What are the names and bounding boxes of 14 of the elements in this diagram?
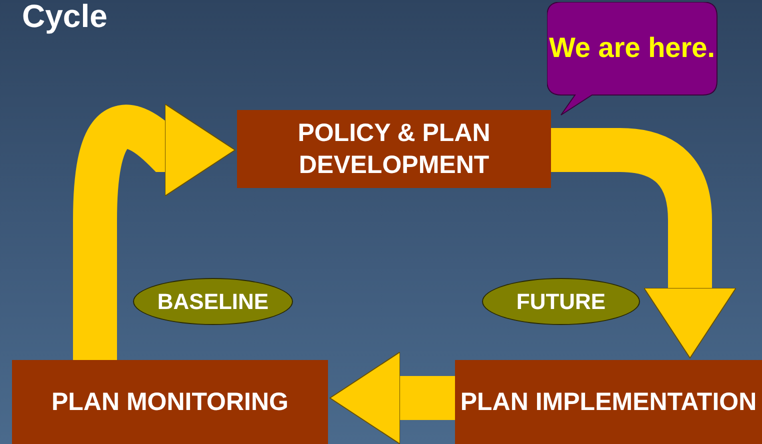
block-arrow [330,352,455,444]
node-label: FUTURE [516,288,606,314]
block-arrow [73,104,236,360]
node-label: POLICY & PLAN DEVELOPMENT [296,118,492,181]
title: Cycle [22,0,108,35]
process-box [455,360,762,444]
process-box [12,360,328,444]
node-label: PLAN MONITORING [51,386,289,418]
process-box [237,110,551,188]
callout-text: We are here. [548,31,716,66]
block-arrow [551,128,736,358]
node-label: BASELINE [157,288,269,314]
node-label: PLAN IMPLEMENTATION [460,386,757,418]
speech-bubble [547,2,719,117]
